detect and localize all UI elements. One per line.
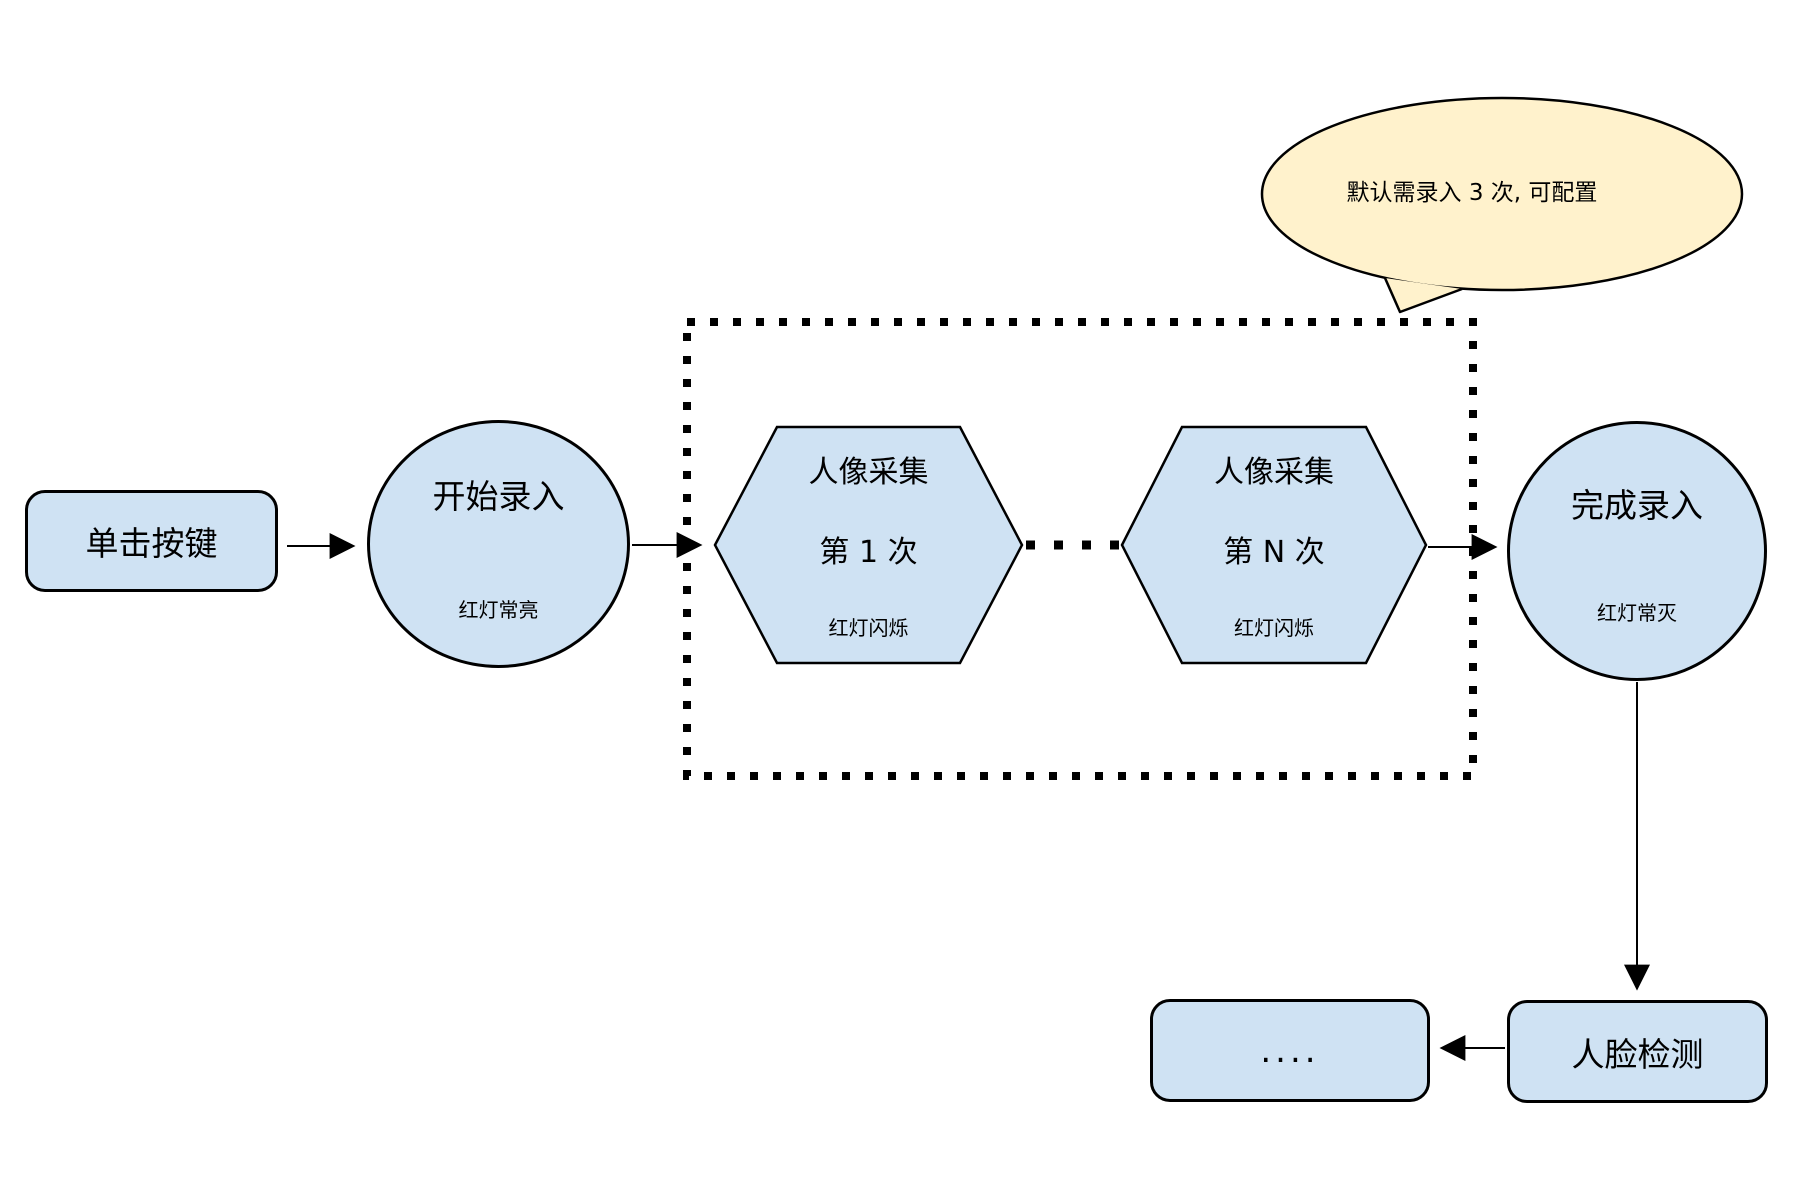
- node-capture-nth-count: 第 N 次: [1223, 535, 1325, 570]
- node-capture-first-count: 第 1 次: [819, 535, 918, 570]
- node-click-button: 单击按键: [25, 490, 278, 592]
- node-capture-nth-label: 人像采集: [1214, 455, 1334, 490]
- node-capture-nth: 人像采集 第 N 次 红灯闪烁: [1122, 427, 1426, 663]
- node-capture-first-label: 人像采集: [808, 455, 929, 490]
- node-capture-first-status: 红灯闪烁: [828, 616, 909, 640]
- node-finish-entry-label: 完成录入: [1571, 486, 1703, 525]
- node-ellipsis-label: ....: [1260, 1030, 1320, 1071]
- node-finish-entry-status: 红灯常灭: [1597, 601, 1677, 625]
- node-face-detection-label: 人脸检测: [1571, 1034, 1704, 1074]
- node-click-button-label: 单击按键: [85, 524, 218, 563]
- node-start-entry-status: 红灯常亮: [458, 598, 539, 622]
- node-capture-first: 人像采集 第 1 次 红灯闪烁: [715, 427, 1022, 663]
- node-ellipsis: ....: [1150, 999, 1430, 1102]
- capture-nth-hexagon-shape: [1120, 425, 1428, 665]
- node-start-entry: 开始录入 红灯常亮: [367, 420, 630, 668]
- capture-first-hexagon-shape: [713, 425, 1024, 665]
- callout-bubble-tail: [1383, 277, 1463, 314]
- node-finish-entry: 完成录入 红灯常灭: [1507, 421, 1767, 681]
- callout-bubble: [1260, 96, 1744, 292]
- node-face-detection: 人脸检测: [1507, 1000, 1768, 1103]
- node-start-entry-label: 开始录入: [432, 477, 565, 516]
- node-capture-nth-status: 红灯闪烁: [1234, 616, 1314, 640]
- callout-text: 默认需录入 3 次, 可配置: [1346, 180, 1598, 206]
